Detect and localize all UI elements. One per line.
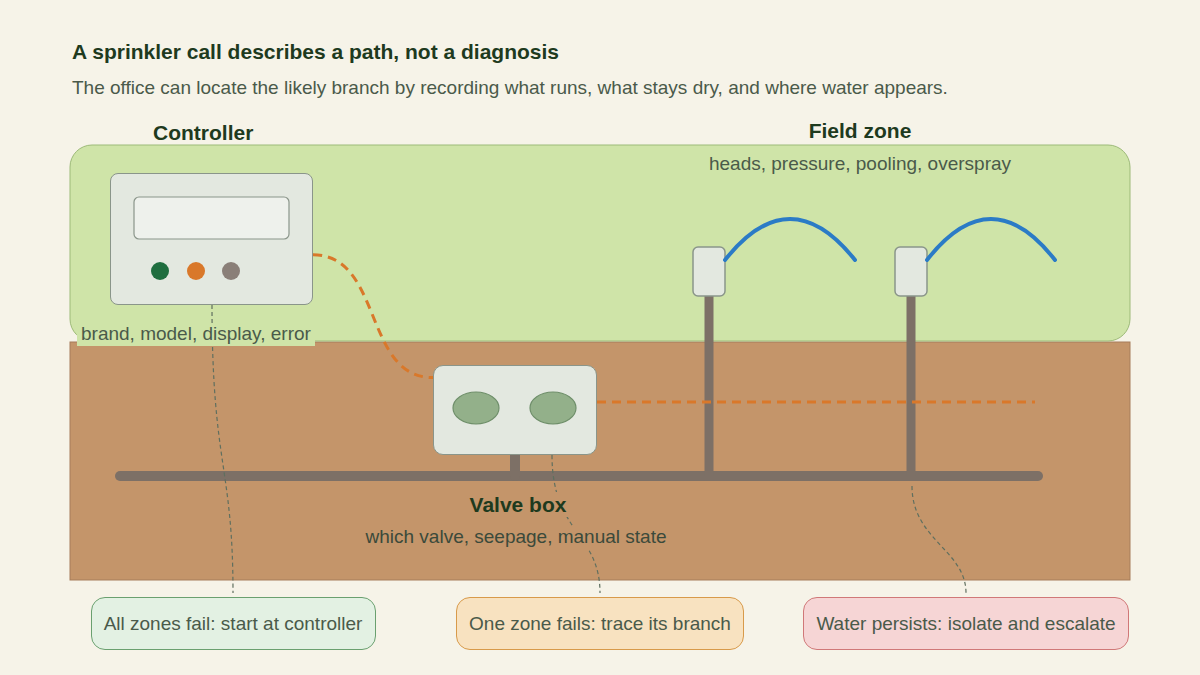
valve-stem <box>510 452 520 476</box>
callout-pill: One zone fails: trace its branch <box>456 597 744 650</box>
indicator-dot <box>187 262 205 280</box>
node-note: brand, model, display, error <box>77 323 315 346</box>
riser <box>907 290 916 476</box>
riser <box>705 290 714 476</box>
node-heading: Valve box <box>466 492 571 517</box>
valve-pair <box>434 366 595 453</box>
control-wire <box>597 401 1035 404</box>
control-wire <box>313 255 433 378</box>
controller-face <box>111 174 311 303</box>
sprinkler-head <box>693 247 725 296</box>
display-screen <box>134 197 289 239</box>
indicator-dot <box>222 262 240 280</box>
controller-box: Controllerbrand, model, display, error <box>110 173 313 305</box>
soil-band <box>70 342 1130 580</box>
spray-arc <box>927 219 1055 260</box>
main-pipe <box>120 471 1038 481</box>
valve <box>453 392 499 424</box>
node-heading: Controller <box>153 120 253 145</box>
spray-arc <box>725 219 855 260</box>
callout-text: Water persists: isolate and escalate <box>816 613 1115 635</box>
node-heading: Field zone <box>809 118 912 143</box>
sprinkler-head <box>895 247 927 296</box>
leader-line <box>912 486 966 593</box>
callout-text: One zone fails: trace its branch <box>469 613 731 635</box>
callout-text: All zones fail: start at controller <box>104 613 363 635</box>
leader-line <box>212 305 233 593</box>
node-note: heads, pressure, pooling, overspray <box>709 153 1011 176</box>
callout-pill: Water persists: isolate and escalate <box>803 597 1129 650</box>
field-zone-band: Field zoneheads, pressure, pooling, over… <box>70 145 1130 341</box>
valve <box>530 392 576 424</box>
indicator-dot <box>151 262 169 280</box>
field-band <box>70 145 1130 341</box>
diagram-caption: The office can locate the likely branch … <box>72 77 948 99</box>
leader-line <box>552 455 600 593</box>
diagram-title: A sprinkler call describes a path, not a… <box>72 40 559 64</box>
valve-box: Valve boxwhich valve, seepage, manual st… <box>433 365 597 455</box>
node-note: which valve, seepage, manual state <box>362 526 671 549</box>
callout-pill: All zones fail: start at controller <box>91 597 376 650</box>
